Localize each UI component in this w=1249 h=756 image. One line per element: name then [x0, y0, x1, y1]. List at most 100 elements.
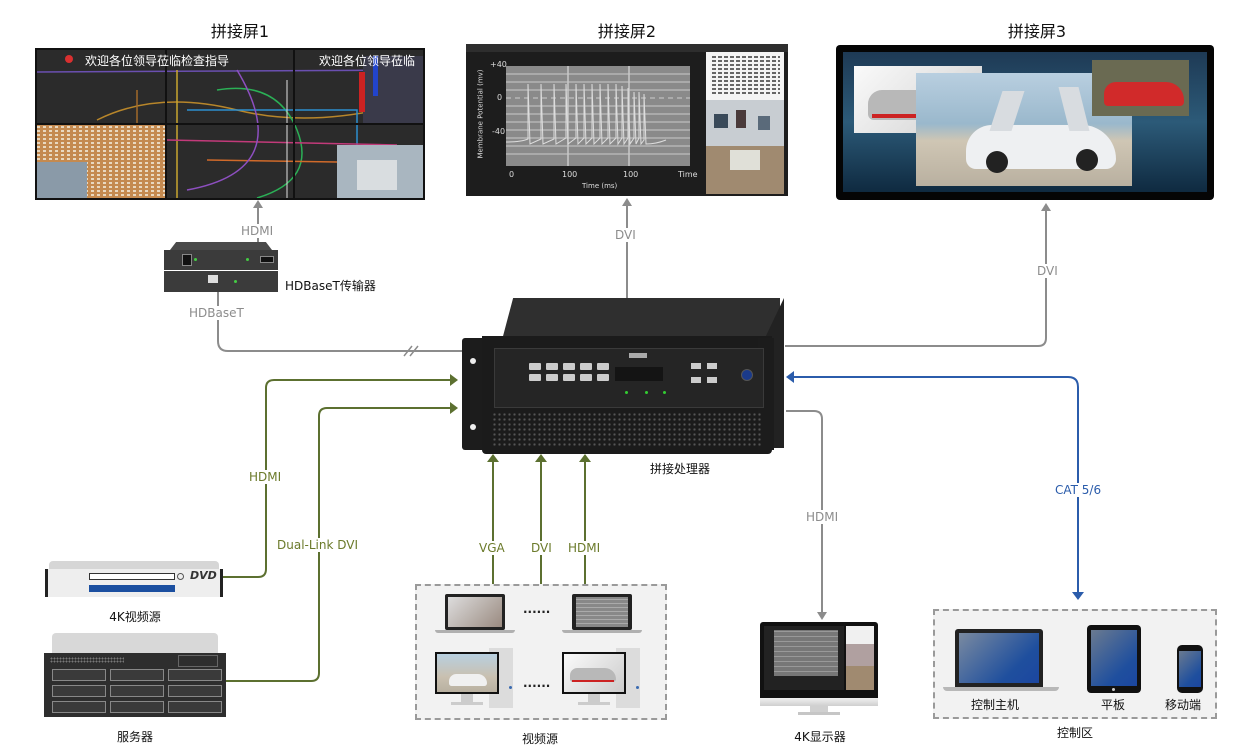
- xtick-100b: 100: [623, 170, 639, 179]
- label-hdmi: HDMI: [567, 541, 602, 555]
- run-led: [663, 391, 666, 394]
- rack-server: [44, 633, 226, 717]
- control-area-label: 控制区: [1056, 726, 1093, 740]
- drive-bay: [52, 669, 106, 681]
- metro-map-image: [37, 50, 423, 198]
- dvd-player: DVD: [45, 561, 223, 597]
- key-5[interactable]: [597, 363, 609, 370]
- esc-button[interactable]: [691, 377, 701, 383]
- wire-screen3-dvi: [785, 203, 1051, 347]
- vent-grille: [492, 412, 762, 448]
- screen2-title: 拼接屏2: [597, 22, 657, 41]
- video-wall-3: [836, 45, 1214, 200]
- drive-bay: [110, 701, 164, 713]
- wire-hdbaset: [213, 284, 468, 352]
- drive-bays: [52, 669, 222, 713]
- power-led: [625, 391, 628, 394]
- dvd-label: 4K视频源: [109, 610, 161, 624]
- key-3[interactable]: [563, 363, 575, 370]
- mobile-label: 移动端: [1165, 698, 1202, 712]
- rj45-port-icon: [208, 275, 218, 283]
- ellipsis-top: ......: [523, 602, 551, 616]
- bmw-car-image: [916, 73, 1132, 186]
- tablet-label: 平板: [1101, 698, 1126, 712]
- video-wall-1: 欢迎各位领导莅临检查指导 欢迎各位领导莅临: [35, 48, 425, 200]
- key-8[interactable]: [563, 374, 575, 381]
- laptop-source-1: [435, 594, 515, 634]
- screen3-title: 拼接屏3: [1007, 22, 1067, 41]
- ytick-minus40: -40: [492, 127, 506, 136]
- y-axis-label: Membrane Potential (mv): [476, 69, 485, 159]
- label-cat: CAT 5/6: [1054, 483, 1103, 497]
- welcome-banner-left: 欢迎各位领导莅临检查指导: [85, 54, 230, 68]
- label-server-dvi: Dual-Link DVI: [276, 538, 360, 552]
- monitor-4k-label: 4K显示器: [794, 730, 846, 744]
- label-hdbaset: HDBaseT: [188, 306, 245, 320]
- enter-button[interactable]: [707, 377, 717, 383]
- screen1-title: 拼接屏1: [210, 22, 270, 41]
- desktop-source-2: [562, 648, 646, 708]
- key-9[interactable]: [580, 374, 592, 381]
- ellipsis-bottom: ......: [523, 676, 551, 690]
- monitor-4k: [760, 622, 878, 718]
- power-button: [177, 573, 184, 580]
- lcd-display: [615, 367, 663, 381]
- drive-bay: [110, 685, 164, 697]
- video-sources-label: 视频源: [521, 732, 558, 746]
- brand-logo: [629, 353, 647, 358]
- key-4[interactable]: [580, 363, 592, 370]
- xtick-0: 0: [509, 170, 515, 179]
- dvd-logo: DVD: [190, 569, 217, 582]
- hdbaset-transmitter: [164, 242, 278, 294]
- label-screen2-dvi: DVI: [614, 228, 637, 242]
- power-port-icon: [182, 254, 192, 266]
- ytick-0: 0: [497, 93, 503, 102]
- label-monitor-hdmi: HDMI: [805, 510, 840, 524]
- front-panel: [494, 348, 764, 408]
- label-screen3-dvi: DVI: [1036, 264, 1059, 278]
- xtick-100a: 100: [562, 170, 578, 179]
- ir-receiver: [741, 369, 753, 381]
- numeric-keypad: [529, 363, 609, 381]
- left-button[interactable]: [691, 363, 701, 369]
- welcome-banner-right: 欢迎各位领导莅临: [319, 54, 416, 68]
- drive-bay: [168, 701, 222, 713]
- drive-bay: [168, 685, 222, 697]
- label-screen1-hdmi: HDMI: [240, 224, 275, 238]
- laptop-source-2: [562, 594, 642, 634]
- drive-bay: [52, 701, 106, 713]
- video-wall-processor: [462, 296, 788, 458]
- key-7[interactable]: [546, 374, 558, 381]
- tablet: [1087, 625, 1141, 693]
- key-6[interactable]: [529, 374, 541, 381]
- mobile-phone: [1177, 645, 1203, 693]
- xtick-time: Time: [678, 170, 698, 179]
- display-strip: [89, 585, 175, 592]
- video-wall-2: +40 0 -40 Membrane Potential (mv) 0 100 …: [466, 44, 788, 196]
- desktop-source-1: [435, 648, 519, 708]
- ytick-plus40: +40: [490, 60, 507, 69]
- label-dvi: DVI: [530, 541, 553, 555]
- label-dvd-hdmi: HDMI: [248, 470, 283, 484]
- key-1[interactable]: [529, 363, 541, 370]
- disc-tray: [89, 573, 175, 580]
- control-area-group: 控制主机 平板 移动端: [933, 609, 1217, 719]
- key-2[interactable]: [546, 363, 558, 370]
- control-host-laptop: [943, 629, 1059, 693]
- drive-bay: [110, 669, 164, 681]
- control-host-label: 控制主机: [971, 698, 1020, 712]
- wire-cat: [786, 371, 1084, 600]
- video-sources-group: ...... ......: [415, 584, 667, 720]
- label-vga: VGA: [478, 541, 506, 555]
- processor-label: 拼接处理器: [650, 462, 711, 476]
- right-button[interactable]: [707, 363, 717, 369]
- hdmi-port-icon: [260, 256, 274, 263]
- drive-bay: [52, 685, 106, 697]
- drive-bay: [168, 669, 222, 681]
- status-led: [645, 391, 648, 394]
- chart-image: [505, 52, 784, 194]
- x-axis-label: Time (ms): [582, 182, 618, 190]
- ferrari-image: [1092, 60, 1189, 116]
- hdbaset-transmitter-label: HDBaseT传输器: [285, 279, 376, 293]
- key-10[interactable]: [597, 374, 609, 381]
